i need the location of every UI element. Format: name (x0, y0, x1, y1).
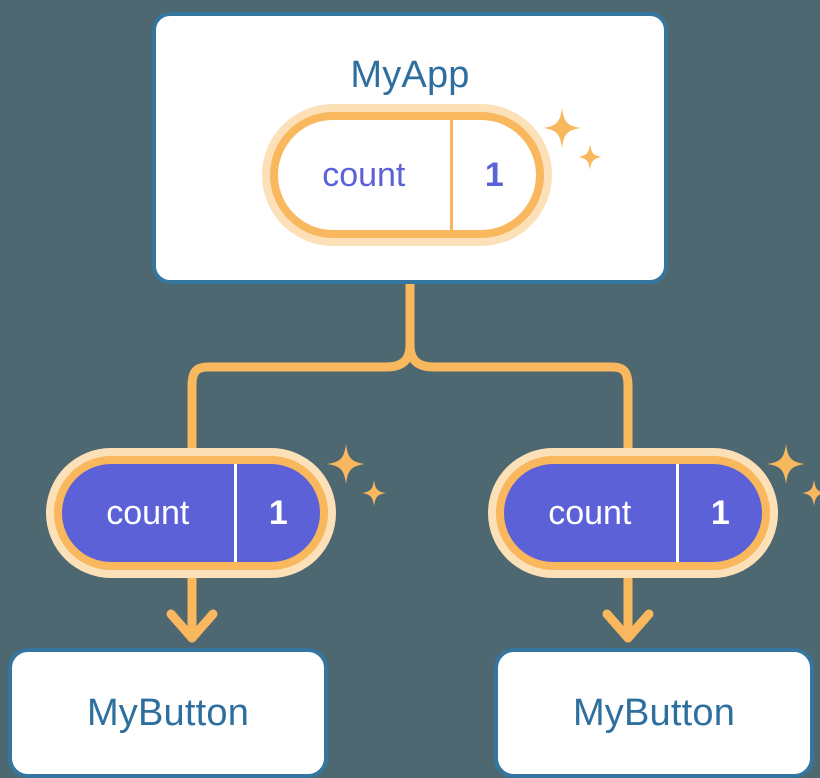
component-label-mybutton-left: MyButton (86, 692, 250, 734)
state-pill-value-label: 1 (268, 493, 288, 532)
state-pill-key-label: count (106, 493, 190, 532)
state-pill-body: count 1 (62, 464, 320, 562)
arrow-down-icon-right (602, 609, 654, 643)
sparkle-small-icon (362, 480, 386, 506)
state-pill-branch-right[interactable]: count 1 (488, 448, 778, 578)
component-label-mybutton-right: MyButton (572, 692, 736, 734)
connector-split-to-right-pill (405, 340, 633, 457)
state-pill-key-cell: count (278, 120, 450, 230)
state-pill-value-label: 1 (710, 493, 730, 532)
component-label-myapp: MyApp (350, 54, 470, 96)
arrow-down-icon-left (166, 609, 218, 643)
state-pill-myapp[interactable]: count 1 (262, 104, 552, 246)
connector-split-to-left-pill (187, 340, 415, 457)
state-pill-body: count 1 (278, 120, 536, 230)
sparkle-small-icon (802, 480, 820, 506)
component-box-mybutton-left[interactable]: MyButton (8, 648, 328, 778)
state-pill-branch-left[interactable]: count 1 (46, 448, 336, 578)
component-box-mybutton-right[interactable]: MyButton (494, 648, 814, 778)
state-pill-value-cell: 1 (233, 464, 320, 562)
state-pill-body: count 1 (504, 464, 762, 562)
state-pill-key-label: count (548, 493, 632, 532)
state-pill-key-label: count (322, 155, 406, 194)
state-pill-value-label: 1 (484, 155, 504, 194)
state-pill-value-cell: 1 (449, 120, 536, 230)
state-pill-value-cell: 1 (675, 464, 762, 562)
state-pill-key-cell: count (62, 464, 234, 562)
state-pill-key-cell: count (504, 464, 676, 562)
